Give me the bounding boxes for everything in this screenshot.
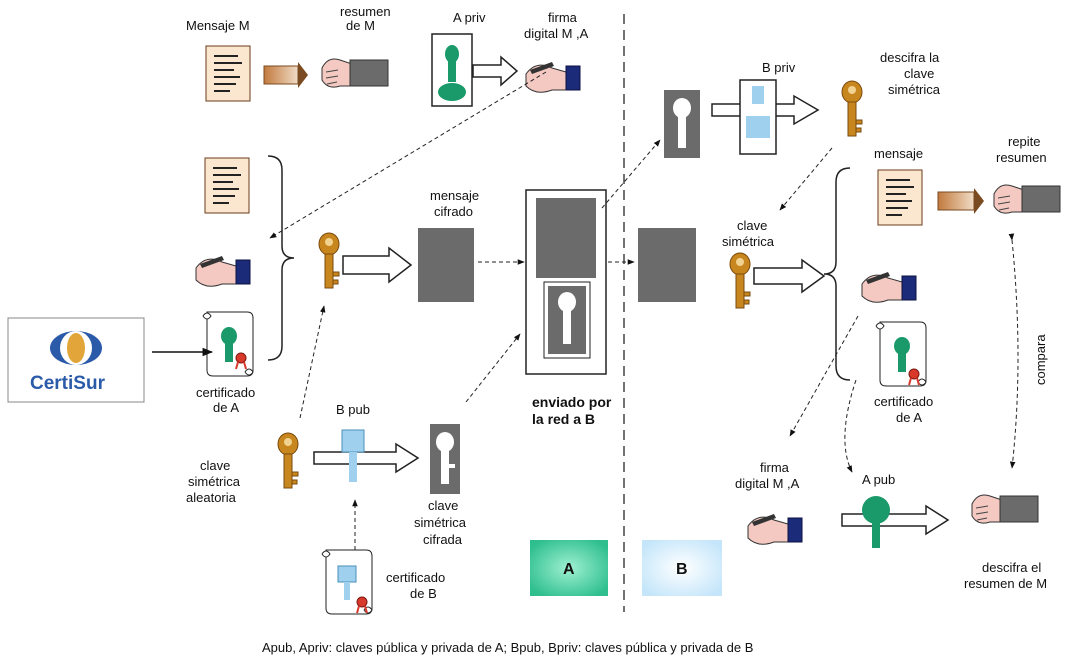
label-resumen-1: resumen	[340, 4, 391, 19]
zone-a-badge: A	[530, 540, 608, 596]
label-b-priv: B priv	[762, 60, 796, 75]
encrypted-message-block	[638, 228, 696, 302]
left-brace	[267, 155, 295, 361]
label-cert-a-right-2: de A	[896, 410, 922, 425]
compare-connector	[1008, 233, 1019, 469]
hand-digest-icon	[321, 58, 389, 88]
label-descifra-clave-2: clave	[904, 66, 934, 81]
dashed-connector	[844, 379, 857, 473]
label-resumen-2: de M	[346, 18, 375, 33]
dashed-connector	[299, 305, 326, 419]
legend-caption: Apub, Apriv: claves pública y privada de…	[262, 640, 753, 655]
label-descifra-clave-1: descifra la	[880, 50, 940, 65]
label-clave-cifrada-1: clave	[428, 498, 458, 513]
svg-text:CertiSur: CertiSur	[30, 373, 106, 394]
label-descifra-clave-3: simétrica	[888, 82, 941, 97]
symmetric-key-icon	[841, 80, 863, 137]
hand-digest-icon	[993, 184, 1061, 214]
label-cert-a-2: de A	[213, 400, 239, 415]
label-repite-1: repite	[1008, 134, 1041, 149]
certificate-a-icon	[875, 321, 927, 387]
label-b-pub: B pub	[336, 402, 370, 417]
label-cert-a-1: certificado	[196, 385, 255, 400]
svg-text:B: B	[676, 561, 688, 578]
label-enviado-2: la red a B	[532, 411, 595, 427]
dashed-connector	[789, 315, 859, 437]
private-key-box-icon	[431, 33, 473, 107]
certisur-logo: CertiSur	[7, 317, 145, 403]
certificate-a-icon	[202, 311, 254, 377]
arrow-icon	[263, 62, 308, 88]
encrypted-message-block	[418, 228, 474, 302]
arrow-icon	[937, 188, 984, 214]
dashed-connector	[601, 139, 661, 209]
encrypted-key-icon	[664, 90, 700, 158]
dashed-connector	[269, 71, 547, 239]
label-compara: compara	[1033, 334, 1048, 385]
label-enviado-1: enviado por	[532, 394, 612, 410]
label-mensaje-cifrado-1: mensaje	[430, 188, 479, 203]
label-descifra-resumen-2: resumen de M	[964, 576, 1047, 591]
label-a-pub: A pub	[862, 472, 895, 487]
label-clave-cifrada-3: cifrada	[423, 532, 463, 547]
hollow-arrow-icon	[342, 246, 413, 284]
label-clave-aleatoria-3: aleatoria	[186, 490, 237, 505]
private-key-arrow-icon	[711, 79, 820, 155]
label-cert-a-right-1: certificado	[874, 394, 933, 409]
symmetric-key-icon	[318, 232, 340, 289]
signing-hand-icon	[195, 255, 251, 287]
zone-b-badge: B	[642, 540, 722, 596]
label-repite-2: resumen	[996, 150, 1047, 165]
label-mensaje-right: mensaje	[874, 146, 923, 161]
dashed-connector	[465, 333, 521, 403]
hollow-arrow-icon	[753, 258, 826, 294]
label-clave-cifrada-2: simétrica	[414, 515, 467, 530]
signing-hand-icon	[861, 271, 917, 303]
label-clave-aleatoria-2: simétrica	[188, 474, 241, 489]
svg-text:A: A	[563, 561, 575, 578]
public-key-arrow-icon	[841, 496, 950, 548]
document-icon	[205, 45, 251, 102]
label-clave-simetrica-1: clave	[737, 218, 767, 233]
label-descifra-resumen-1: descifra el	[982, 560, 1041, 575]
label-mensaje-cifrado-2: cifrado	[434, 204, 473, 219]
hollow-arrow-icon	[472, 55, 519, 87]
hand-digest-icon	[971, 494, 1039, 524]
encrypted-key-icon	[430, 424, 460, 494]
sent-package	[525, 189, 607, 375]
label-firma-right-1: firma	[760, 460, 790, 475]
label-clave-simetrica-2: simétrica	[722, 234, 775, 249]
signing-hand-icon	[747, 513, 803, 545]
document-icon	[204, 157, 250, 214]
label-cert-b-2: de B	[410, 586, 437, 601]
symmetric-key-icon	[277, 432, 299, 489]
label-a-priv: A priv	[453, 10, 486, 25]
public-key-arrow-icon	[313, 429, 420, 482]
label-clave-aleatoria-1: clave	[200, 458, 230, 473]
label-firma-1: firma	[548, 10, 578, 25]
document-icon	[877, 169, 923, 226]
signing-hand-icon	[525, 61, 581, 93]
label-firma-2: digital M ,A	[524, 26, 589, 41]
label-firma-right-2: digital M ,A	[735, 476, 800, 491]
label-mensaje-m: Mensaje M	[186, 18, 250, 33]
certificate-b-icon	[321, 549, 373, 615]
right-brace	[823, 167, 851, 381]
symmetric-key-icon	[729, 252, 751, 309]
label-cert-b-1: certificado	[386, 570, 445, 585]
dashed-connector	[779, 147, 833, 211]
